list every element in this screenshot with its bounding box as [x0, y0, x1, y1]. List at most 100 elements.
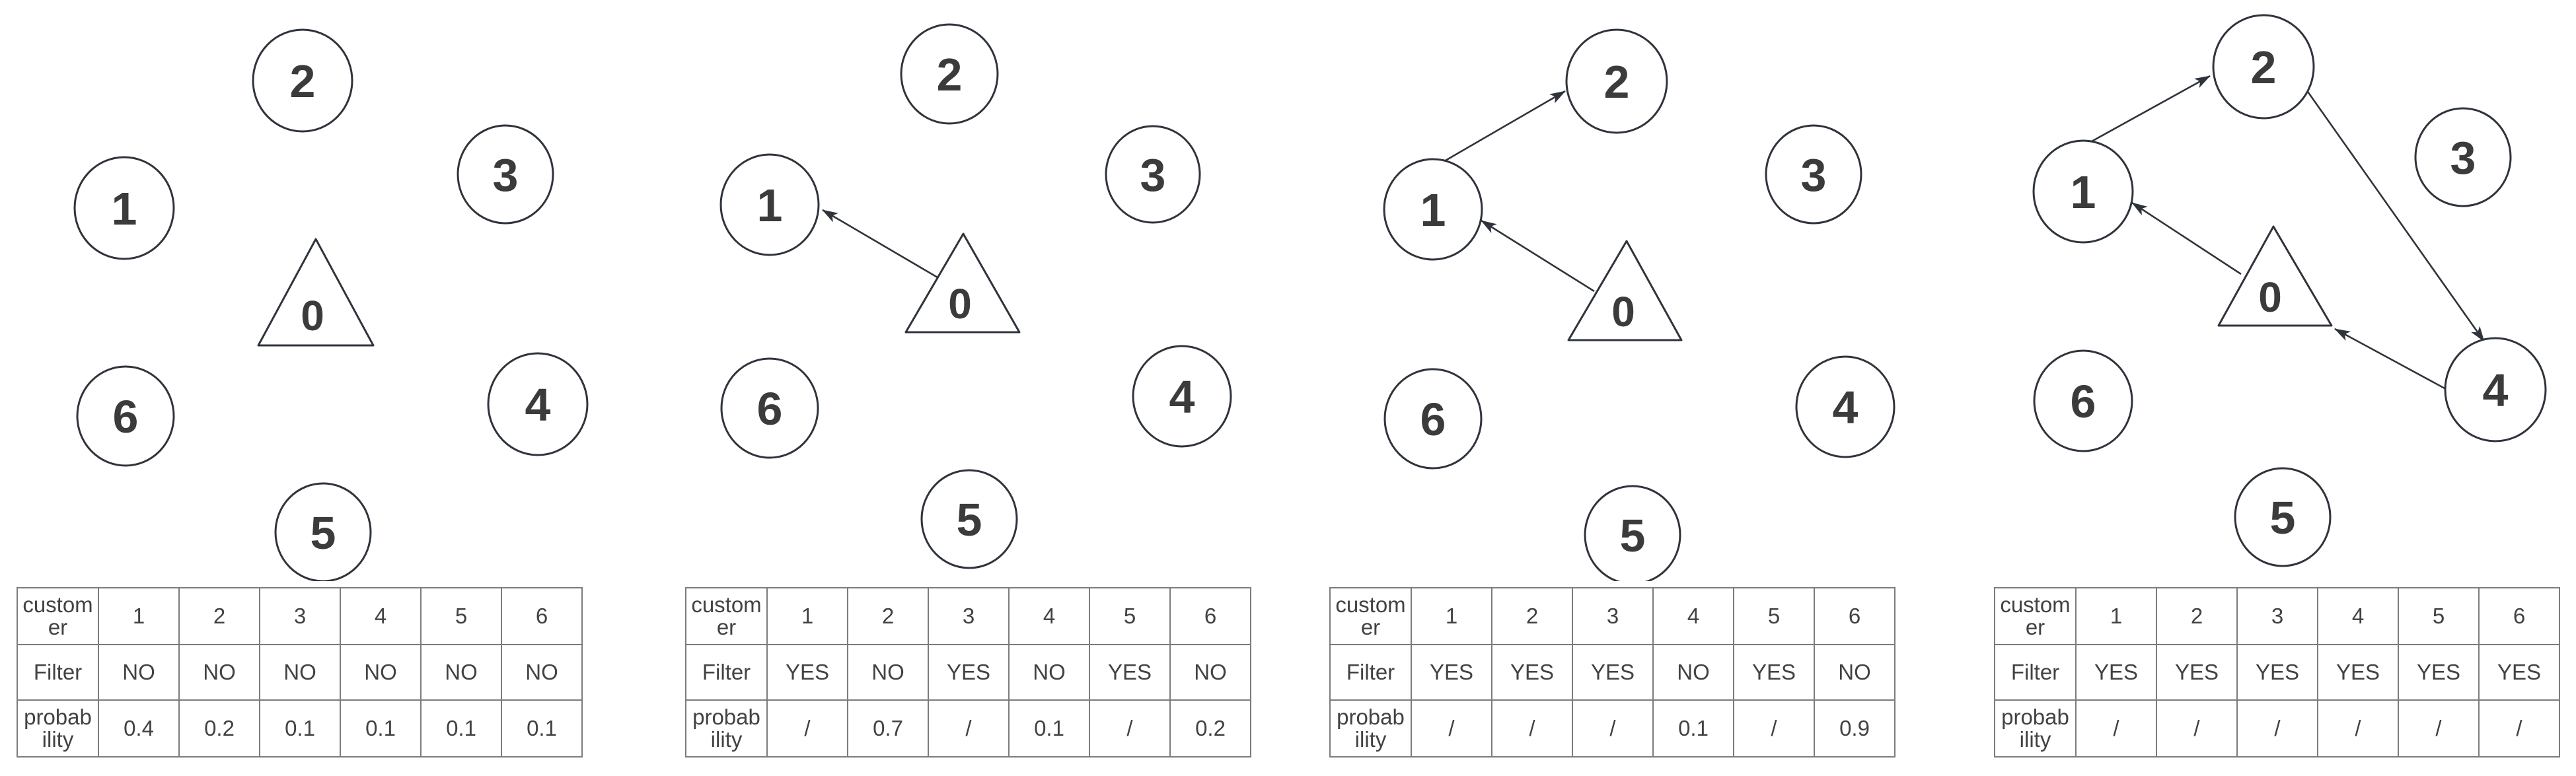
row-header-line: er [716, 615, 737, 639]
node-label: 3 [2450, 132, 2476, 184]
customer-node-shape [2234, 467, 2332, 567]
filter-cell: NO [1169, 644, 1251, 701]
node-1: 1 [719, 153, 820, 256]
customer-node-shape [1584, 485, 1681, 581]
filter-cell: NO [1652, 644, 1734, 701]
row-header-line: ility [1354, 727, 1387, 752]
node-4: 4 [1132, 345, 1232, 448]
filter-cell: NO [847, 644, 929, 701]
row-header-line: probab [1337, 704, 1405, 729]
customer-id-cell: 4 [340, 587, 422, 645]
node-label: 5 [311, 507, 336, 559]
customer-id-cell: 5 [1089, 587, 1171, 645]
filter-cell: YES [1089, 644, 1171, 701]
probability-cell: / [766, 699, 848, 758]
node-3: 3 [1105, 125, 1201, 224]
node-3: 3 [2414, 107, 2512, 207]
probability-cell: / [1733, 699, 1815, 758]
probability-cell: 0.9 [1814, 699, 1895, 758]
probability-cell: / [1572, 699, 1654, 758]
node-label: 1 [112, 183, 137, 234]
probability-cell: / [2398, 699, 2480, 758]
customer-id-cell: 4 [1008, 587, 1090, 645]
probability-cell: / [1411, 699, 1492, 758]
filter-cell: NO [1814, 644, 1895, 701]
customer-id-cell: 4 [1652, 587, 1734, 645]
probability-cell: 0.1 [1652, 699, 1734, 758]
customer-node-shape [1383, 158, 1483, 261]
customer-node-shape [487, 352, 589, 456]
row-header-line: probab [24, 704, 92, 729]
row-header-Filter: Filter [685, 644, 768, 701]
probability-cell: 0.1 [340, 699, 422, 758]
node-label: 1 [1420, 184, 1446, 236]
row-header-line: custom [1335, 592, 1406, 617]
depot-node-shape [257, 238, 375, 347]
customer-id-cell: 6 [1814, 587, 1895, 645]
probability-cell: / [1491, 699, 1573, 758]
node-label: 4 [1169, 371, 1195, 423]
filter-cell: YES [2156, 644, 2238, 701]
customer-id-cell: 1 [766, 587, 848, 645]
customer-id-cell: 6 [1169, 587, 1251, 645]
node-label: 5 [2270, 492, 2296, 544]
node-2: 2 [1565, 28, 1668, 134]
customer-id-cell: 1 [98, 587, 180, 645]
row-header-line: ility [42, 727, 74, 752]
customer-node-shape [720, 357, 819, 459]
customer-id-cell: 4 [2317, 587, 2399, 645]
customer-node-shape [1765, 124, 1862, 225]
filter-cell: YES [766, 644, 848, 701]
customer-id-cell: 1 [2075, 587, 2157, 645]
customer-node-shape [2414, 107, 2512, 207]
node-6: 6 [1383, 368, 1483, 470]
row-header-line: probab [692, 704, 760, 729]
row-header-line: custom [691, 592, 762, 617]
customer-node-shape [2212, 14, 2315, 120]
customer-node-shape [73, 156, 175, 260]
filter-cell: NO [501, 644, 583, 701]
filter-cell: YES [2317, 644, 2399, 701]
probability-cell: / [2156, 699, 2238, 758]
customer-node-shape [900, 23, 999, 125]
filter-cell: YES [1491, 644, 1573, 701]
row-header-Filter: Filter [1329, 644, 1412, 701]
node-1: 1 [2032, 139, 2134, 244]
node-0: 0 [2217, 225, 2333, 327]
probability-cell: 0.1 [420, 699, 502, 758]
edge-4-0 [2334, 328, 2447, 390]
customer-node-shape [274, 482, 372, 581]
customer-node-shape [1105, 125, 1201, 224]
customer-node-shape [2032, 139, 2134, 244]
node-label: 6 [1420, 394, 1446, 445]
node-label: 2 [290, 55, 316, 107]
node-5: 5 [1584, 485, 1681, 581]
filter-cell: YES [1411, 644, 1492, 701]
customer-id-cell: 6 [501, 587, 583, 645]
row-header-Filter: Filter [1994, 644, 2077, 701]
customer-id-cell: 5 [420, 587, 502, 645]
edge-1-2 [1440, 90, 1566, 164]
row-header-Filter: Filter [17, 644, 99, 701]
probability-cell: / [2075, 699, 2157, 758]
probability-cell: / [2236, 699, 2318, 758]
probability-cell: 0.1 [259, 699, 341, 758]
node-label: 6 [757, 383, 783, 435]
row-header-line: ility [2019, 727, 2051, 752]
node-3: 3 [1765, 124, 1862, 225]
customer-id-cell: 6 [2478, 587, 2560, 645]
node-label: 4 [2483, 365, 2509, 416]
